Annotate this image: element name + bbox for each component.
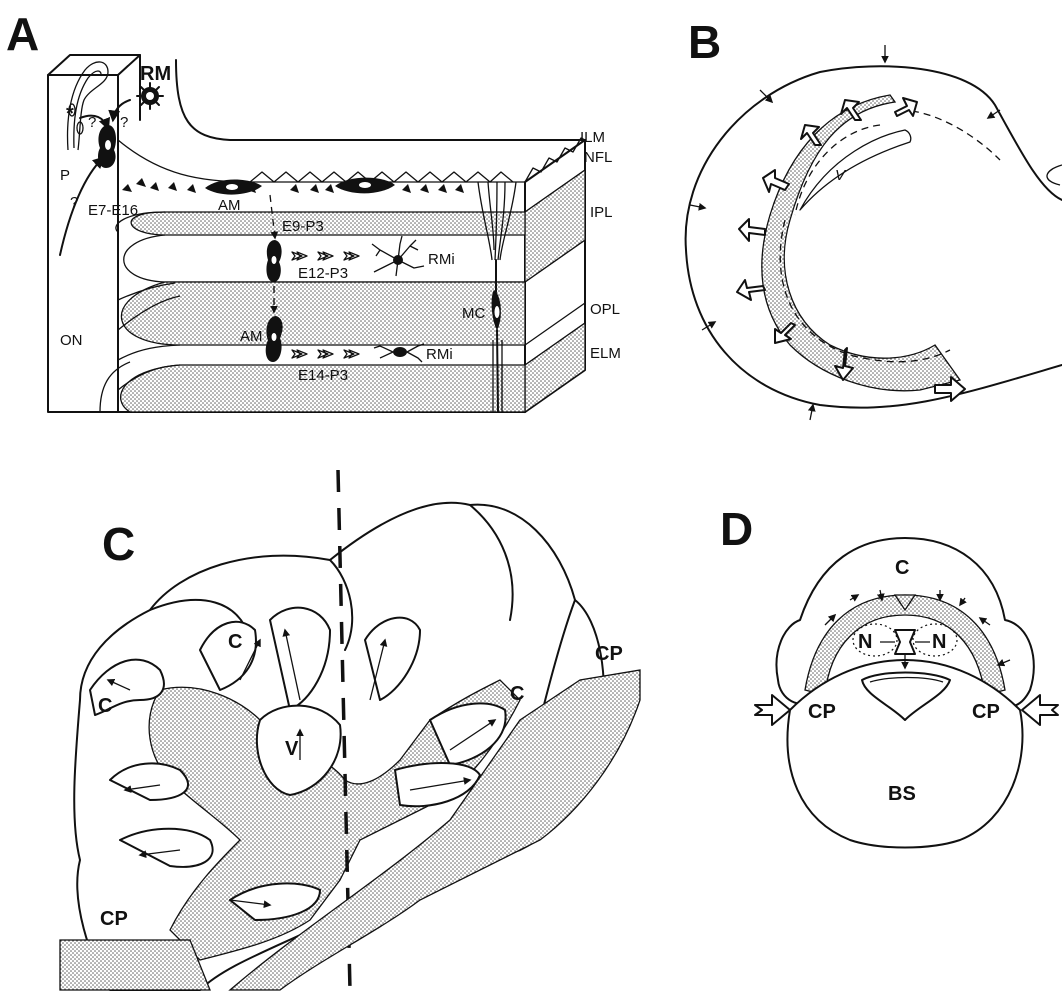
cp-left-stipple: [60, 940, 210, 990]
right-edge-fold: [1047, 165, 1062, 185]
label-am-top: AM: [218, 197, 241, 214]
am-opl-nucleus: [272, 333, 277, 341]
am-inl-nucleus: [272, 256, 277, 264]
label-nfl: NFL: [584, 149, 612, 166]
label-rm: RM: [140, 63, 171, 85]
label-am-mid: AM: [240, 328, 263, 345]
label-n-right: N: [932, 631, 946, 653]
label-cp-right-d: CP: [972, 701, 1000, 723]
label-n-left: N: [858, 631, 872, 653]
label-bs: BS: [888, 783, 916, 805]
label-c-left-top: C: [228, 631, 242, 653]
ventricular-zone: [762, 95, 960, 391]
label-v-b: V: [835, 167, 847, 184]
label-elm: ELM: [590, 345, 621, 362]
panel-b-letter: B: [688, 16, 721, 68]
panel-c: C: [60, 470, 640, 990]
ilm-line: [118, 140, 525, 182]
label-c-right: C: [510, 683, 524, 705]
label-opl: OPL: [590, 301, 620, 318]
horizontal-spread-arrows-upper: [292, 252, 359, 260]
am-nucleus-left: [226, 184, 238, 190]
label-cp-right-c: CP: [595, 643, 623, 665]
panel-b: B V: [686, 16, 1062, 420]
label-ipl: IPL: [590, 204, 613, 221]
label-e14-p3: E14-P3: [298, 367, 348, 384]
panel-c-letter: C: [102, 518, 135, 570]
ipl-band: [131, 212, 525, 235]
right-stipple-2: [525, 323, 585, 412]
label-e9-p3: E9-P3: [282, 218, 324, 235]
label-v-c: V: [285, 738, 299, 760]
rm-cell: [137, 83, 163, 109]
label-ilm: ILM: [580, 129, 605, 146]
right-stipple-1: [525, 170, 585, 282]
label-c-left: C: [98, 695, 112, 717]
label-e7-e16: E7-E16: [88, 202, 138, 219]
label-cp-left-d: CP: [808, 701, 836, 723]
entry-arrow-right: [1022, 695, 1058, 725]
ramified-microglia-lower: [374, 344, 424, 362]
label-e12-p3: E12-P3: [298, 265, 348, 282]
label-asterisk: *: [66, 103, 74, 125]
panel-a: A: [6, 8, 621, 412]
pia-dashed-top: [900, 110, 1000, 160]
panel-d-letter: D: [720, 503, 753, 555]
label-c-d: C: [895, 557, 909, 579]
label-p: P: [60, 167, 70, 184]
precursor-nucleus: [105, 140, 111, 150]
horizontal-spread-arrows-lower: [292, 350, 359, 358]
panel-a-letter: A: [6, 8, 39, 60]
label-cp-left-c: CP: [100, 908, 128, 930]
ramified-microglia-upper: [372, 236, 424, 276]
label-mc: MC: [462, 305, 485, 322]
label-q-p: ?: [70, 194, 78, 211]
lip-4: [118, 345, 180, 360]
inner-surface-curve: [176, 60, 585, 140]
am-nucleus-right: [359, 182, 371, 188]
entry-arrow-left: [755, 695, 790, 725]
label-q-rm: ?: [120, 114, 128, 131]
label-on: ON: [60, 332, 83, 349]
migrating-cells-row: [122, 178, 464, 193]
label-rmi-upper: RMi: [428, 251, 455, 268]
label-q-vessel: ?: [88, 114, 96, 131]
panel-d: D C N N CP CP BS: [720, 503, 1058, 848]
outer-neural-wall: [686, 66, 1062, 407]
label-rmi-lower: RMi: [426, 346, 453, 363]
